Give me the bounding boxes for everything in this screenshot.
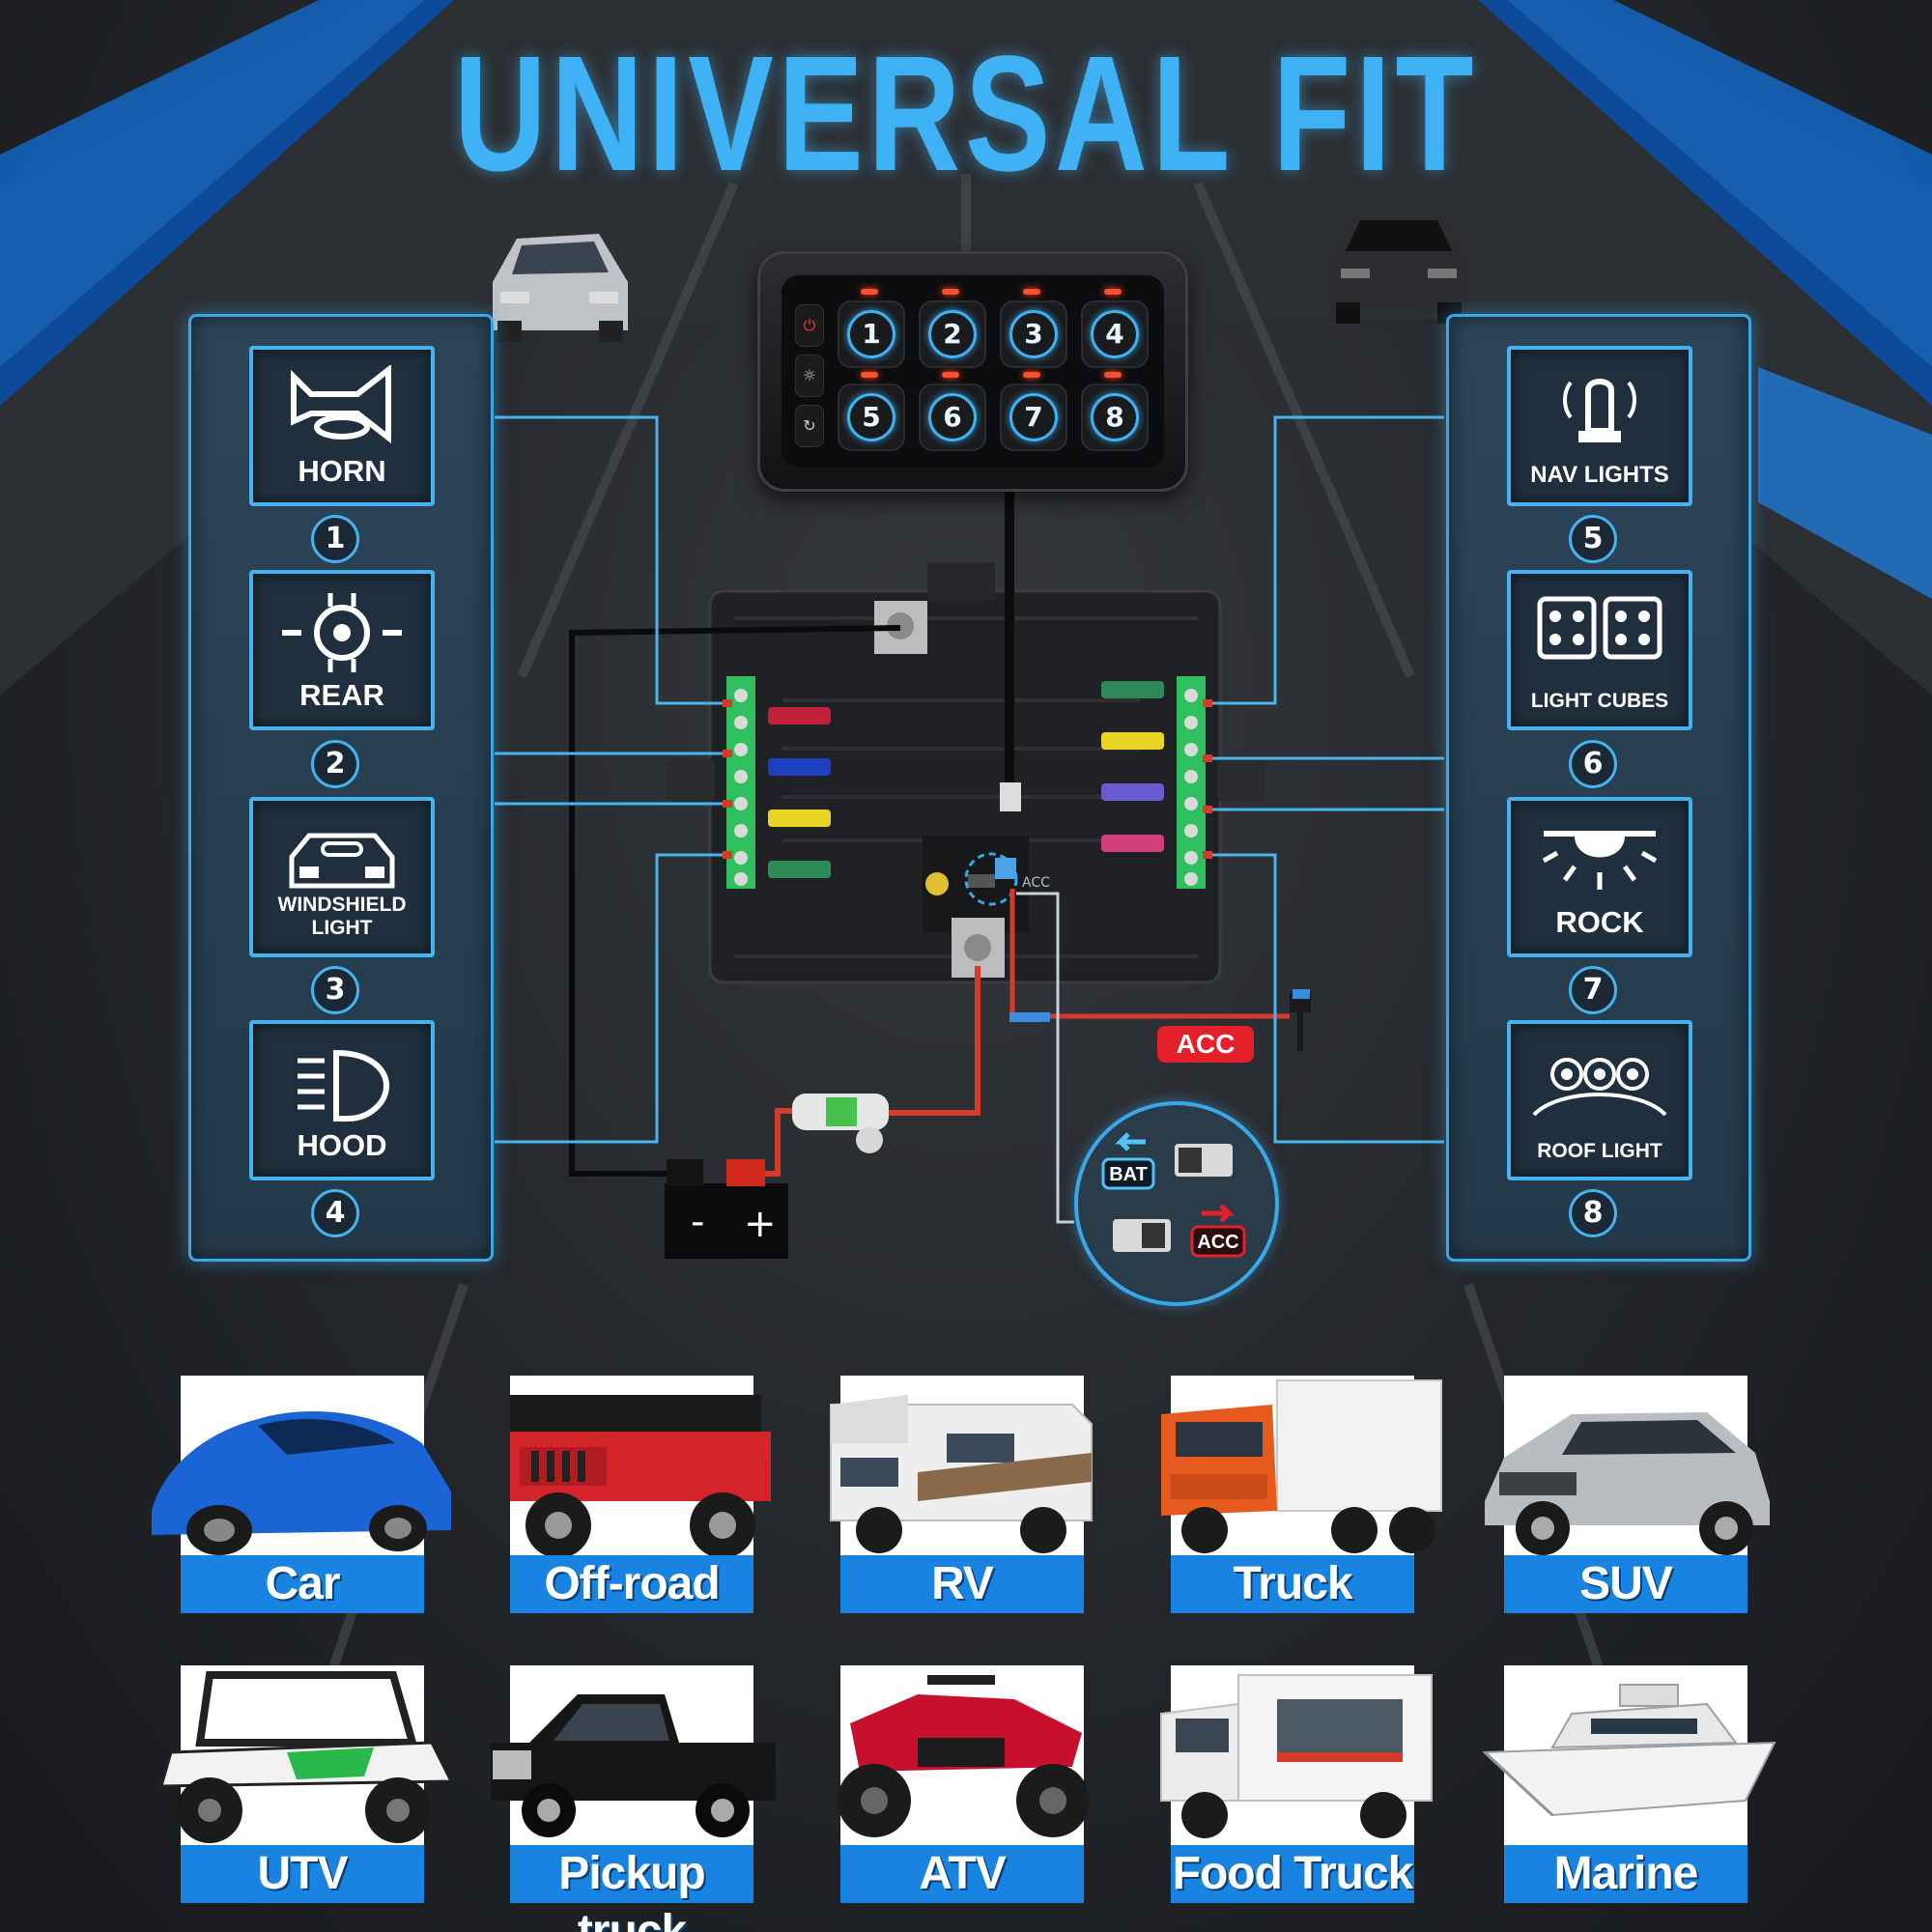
function-box-hood: HOOD [249, 1020, 435, 1180]
food-truck-icon [1160, 1674, 1433, 1838]
vehicle-card-rv: RV [830, 1376, 1093, 1613]
background-pickup-icon [1331, 213, 1466, 324]
background-sedan-icon [493, 234, 628, 342]
vehicle-card-off-road: Off-road [510, 1376, 771, 1613]
function-box-light-cubes: LIGHT CUBES [1507, 570, 1692, 730]
function-number: 1 [311, 515, 359, 563]
hood-light-icon [298, 1049, 390, 1122]
keypad-button-3[interactable]: 3 [1000, 300, 1067, 368]
horn-icon [291, 365, 391, 444]
switch-keypad: ⏻ ☼ ↻ 1 2 3 4 5 6 7 8 [757, 251, 1188, 492]
function-box-rear: REAR [249, 570, 435, 730]
battery-positive: + [744, 1202, 777, 1246]
vehicle-label: Off-road [510, 1555, 753, 1613]
windshield-light-icon [289, 833, 395, 889]
keypad-button-5[interactable]: 5 [838, 384, 905, 451]
vehicle-card-pickup-truck: Pickup truck [491, 1665, 776, 1932]
keypad-button-1[interactable]: 1 [838, 300, 905, 368]
function-number: 3 [311, 966, 359, 1014]
page-title: UNIVERSAL FIT [453, 22, 1479, 206]
vehicle-card-utv: UTV [159, 1665, 454, 1903]
vehicle-card-marine: Marine [1482, 1665, 1776, 1903]
function-label: NAV LIGHTS [1530, 462, 1669, 488]
rear-light-icon [282, 593, 402, 672]
board-acc-text: ACC [1022, 875, 1050, 891]
roof-light-icon [1532, 1058, 1667, 1117]
rock-light-icon [1542, 831, 1658, 890]
function-number: 2 [311, 740, 359, 788]
battery-negative: - [691, 1200, 704, 1244]
left-function-panel: HORN 1 REAR 2 WINDSHIELD LIGHT 3 [188, 314, 494, 1262]
pickup-truck-icon [491, 1694, 776, 1837]
function-number: 4 [311, 1189, 359, 1237]
vehicle-label: ATV [840, 1845, 1084, 1903]
vehicle-card-truck: Truck [1161, 1376, 1442, 1613]
function-label: HORN [298, 454, 386, 488]
function-label: REAR [299, 678, 384, 712]
function-box-horn: HORN [249, 346, 435, 506]
slide-switch-icon: BAT ACC [1101, 1132, 1246, 1258]
switch-bat-label: BAT [1109, 1164, 1148, 1185]
bat-acc-switch-detail: BAT ACC [1074, 1101, 1279, 1306]
truck-icon [1161, 1379, 1442, 1553]
switch-acc-label: ACC [1197, 1232, 1238, 1253]
function-number: 5 [1569, 515, 1617, 563]
boat-icon [1482, 1684, 1776, 1817]
off-road-icon [510, 1395, 771, 1558]
atv-icon [838, 1675, 1090, 1837]
nav-lights-icon [1563, 379, 1636, 442]
vehicle-label: RV [840, 1555, 1084, 1613]
keypad-button-4[interactable]: 4 [1081, 300, 1149, 368]
vehicle-label: SUV [1504, 1555, 1747, 1613]
function-box-roof-light: ROOF LIGHT [1507, 1020, 1692, 1180]
vehicle-card-food-truck: Food Truck [1160, 1665, 1433, 1903]
mode-icon[interactable]: ↻ [795, 405, 824, 447]
right-function-panel: NAV LIGHTS 5 LIGHT CUBES 6 ROCK 7 [1446, 314, 1751, 1262]
vehicle-label: Car [181, 1555, 424, 1613]
power-icon[interactable]: ⏻ [795, 304, 824, 347]
keypad-button-2[interactable]: 2 [919, 300, 986, 368]
acc-label: ACC [1157, 1026, 1254, 1063]
function-number: 6 [1569, 740, 1617, 788]
suv-icon [1485, 1412, 1770, 1555]
vehicle-label: Marine [1504, 1845, 1747, 1903]
function-number: 7 [1569, 966, 1617, 1014]
vehicle-label: Pickup truck [510, 1845, 753, 1932]
vehicle-card-atv: ATV [838, 1665, 1090, 1903]
keypad-button-7[interactable]: 7 [1000, 384, 1067, 451]
function-label: ROCK [1555, 905, 1644, 939]
function-number: 8 [1569, 1189, 1617, 1237]
function-box-rock: ROCK [1507, 797, 1692, 957]
vehicle-label: Truck [1171, 1555, 1414, 1613]
brightness-icon[interactable]: ☼ [795, 355, 824, 397]
function-label: LIGHT CUBES [1530, 690, 1669, 712]
keypad-button-6[interactable]: 6 [919, 384, 986, 451]
vehicle-card-suv: SUV [1485, 1376, 1770, 1613]
utv-icon [159, 1671, 454, 1843]
vehicle-card-car: Car [152, 1376, 451, 1613]
function-box-windshield: WINDSHIELD LIGHT [249, 797, 435, 957]
car-icon [152, 1411, 451, 1555]
function-box-nav-lights: NAV LIGHTS [1507, 346, 1692, 506]
function-label: WINDSHIELD LIGHT [277, 894, 407, 939]
keypad-button-8[interactable]: 8 [1081, 384, 1149, 451]
function-label: ROOF LIGHT [1537, 1140, 1662, 1162]
function-label: HOOD [297, 1128, 387, 1162]
vehicle-label: Food Truck [1171, 1845, 1414, 1903]
light-cubes-icon [1537, 596, 1662, 660]
rv-icon [830, 1395, 1093, 1553]
vehicle-label: UTV [181, 1845, 424, 1903]
